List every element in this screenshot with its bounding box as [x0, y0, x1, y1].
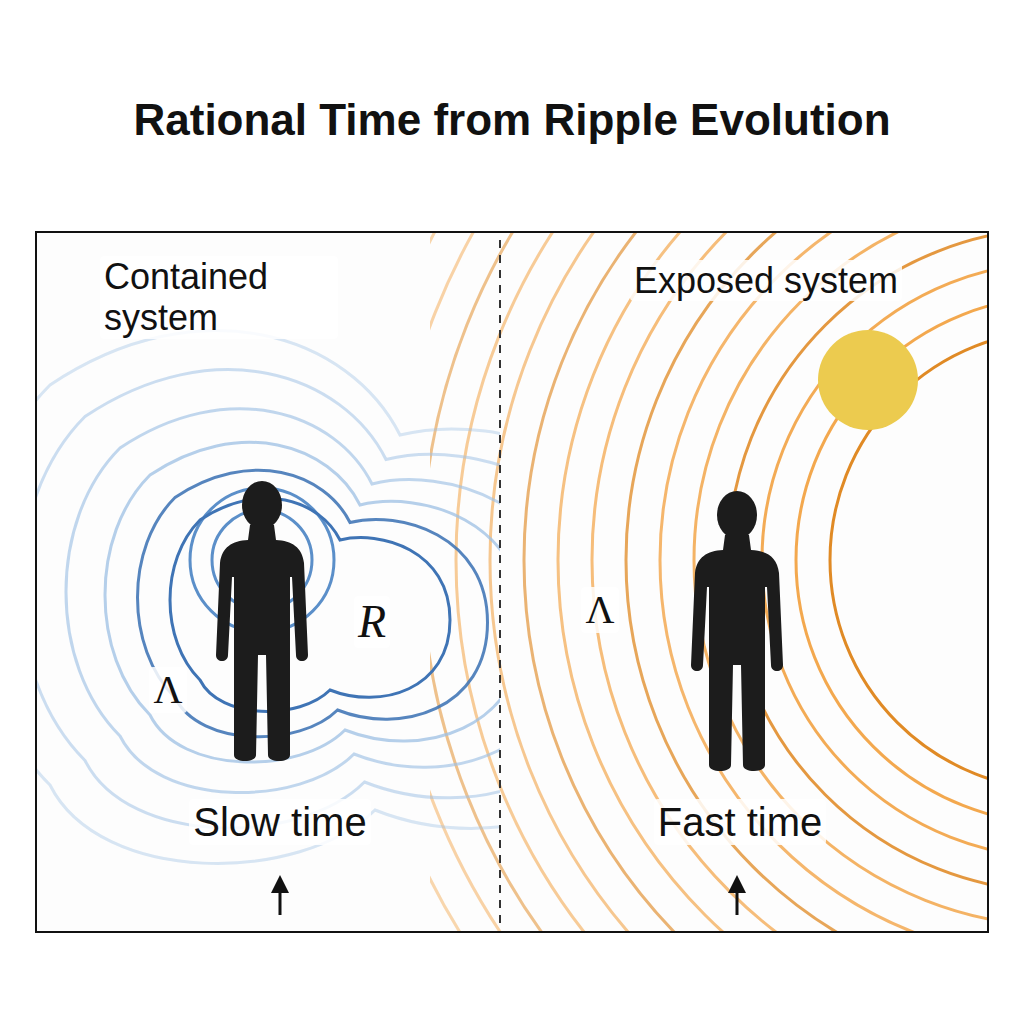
- up-arrow: [279, 884, 282, 915]
- system-label: Contained system: [100, 256, 338, 339]
- system-label: Exposed system: [630, 260, 902, 301]
- orange-ripple: [490, 233, 987, 931]
- orange-ripple: [524, 233, 987, 931]
- orange-ripple: [558, 233, 987, 931]
- orange-ripple: [430, 233, 987, 931]
- blue-ripple: [37, 370, 500, 828]
- field-symbol: Λ: [581, 587, 618, 633]
- blue-ripple: [66, 409, 500, 793]
- blue-ripple: [138, 470, 488, 736]
- orange-ripple: [456, 233, 987, 931]
- time-label: Slow time: [189, 799, 370, 845]
- orange-ripple: [430, 233, 987, 931]
- person-figure: [691, 491, 783, 771]
- orange-ripple: [626, 233, 987, 931]
- exposed-ripples: [430, 233, 987, 931]
- title: Rational Time from Ripple Evolution: [0, 95, 1024, 146]
- frame: [36, 232, 988, 932]
- sun: [818, 330, 918, 430]
- up-arrow: [736, 884, 739, 915]
- blue-ripple: [170, 498, 450, 711]
- time-label: Fast time: [654, 799, 826, 845]
- person-figure: [216, 481, 308, 761]
- blue-ripple: [37, 330, 500, 863]
- orange-ripple: [430, 233, 987, 931]
- divider: [499, 240, 501, 925]
- region-symbol: R: [354, 596, 390, 649]
- orange-ripple: [592, 233, 987, 931]
- orange-ripple: [762, 262, 987, 858]
- field-symbol: Λ: [149, 667, 186, 713]
- contained-ripples: [37, 330, 500, 863]
- blue-ripple: [105, 442, 500, 762]
